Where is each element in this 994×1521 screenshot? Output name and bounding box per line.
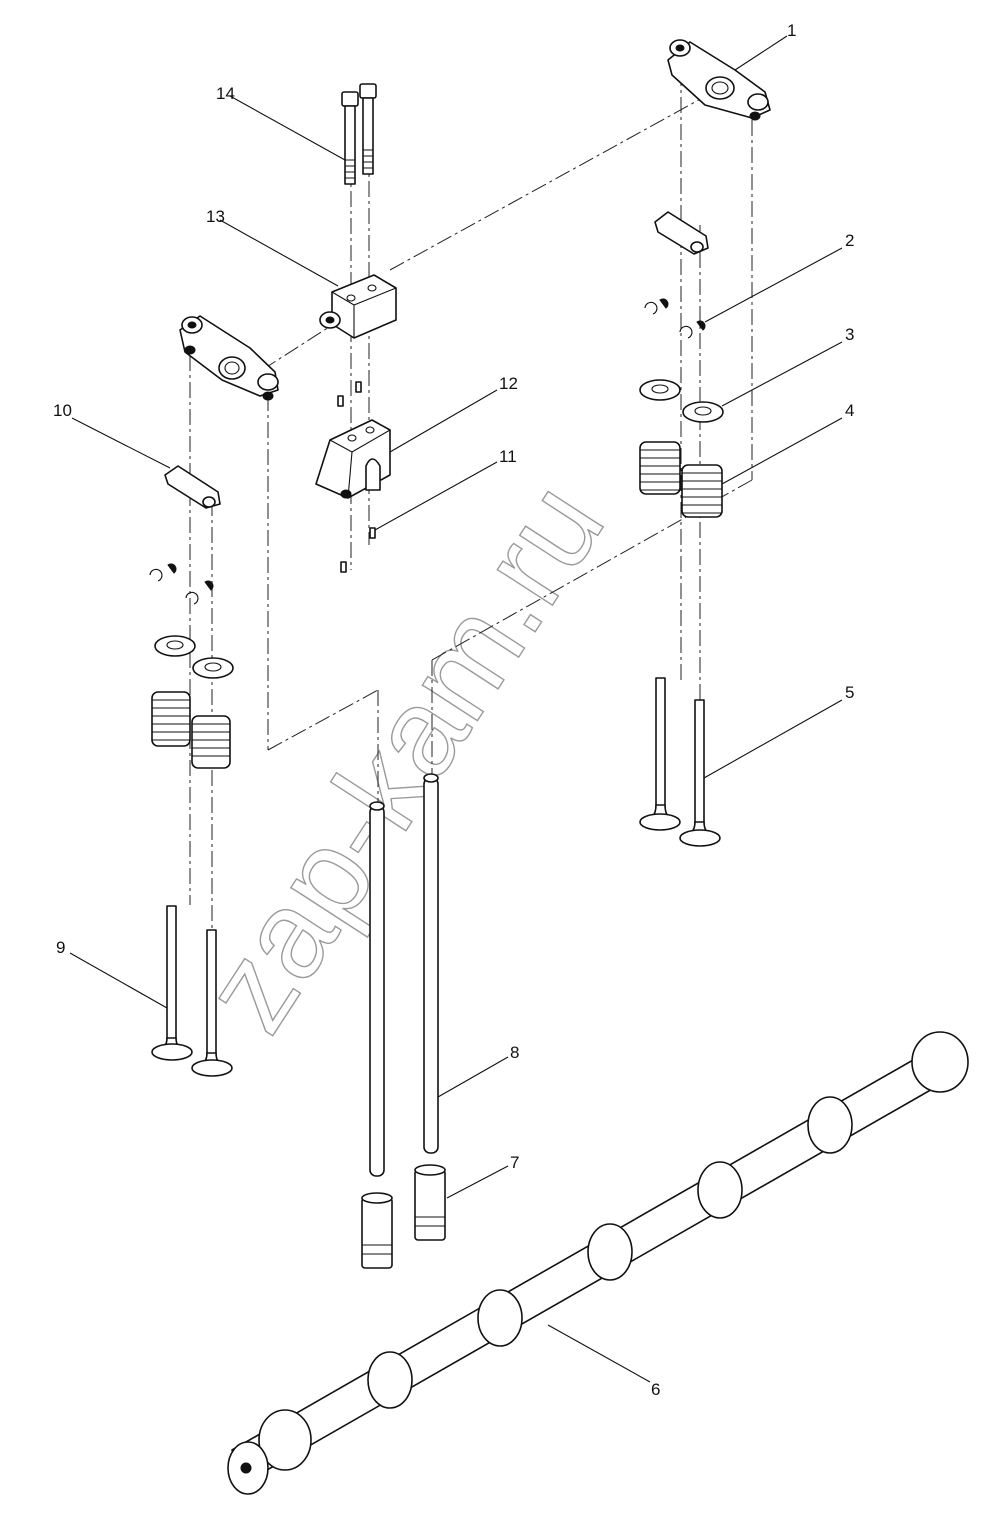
valve-spring-icon xyxy=(151,691,231,769)
valve-keeper-icon xyxy=(149,563,214,605)
callout-11: 11 xyxy=(499,447,517,466)
callout-14: 14 xyxy=(216,84,235,103)
rocker-arm-icon xyxy=(179,315,279,401)
callout-9: 9 xyxy=(56,938,65,957)
callout-1: 1 xyxy=(787,21,796,40)
valve-keeper-icon xyxy=(644,298,706,339)
callout-12: 12 xyxy=(499,374,518,393)
rocker-support-icon xyxy=(315,419,391,499)
assembly-axis-lines xyxy=(189,70,753,930)
valve-bridge-icon xyxy=(164,465,221,509)
bolt-icon xyxy=(341,83,377,185)
callout-7: 7 xyxy=(510,1153,519,1172)
callout-2: 2 xyxy=(845,231,854,250)
callout-3: 3 xyxy=(845,325,854,344)
dowel-pin-icon xyxy=(337,381,376,573)
rocker-arm-icon xyxy=(667,39,771,121)
spring-retainer-icon xyxy=(154,635,234,679)
leader-lines xyxy=(69,35,843,1383)
callout-6: 6 xyxy=(651,1380,660,1399)
callout-13: 13 xyxy=(206,207,225,226)
valve-icon xyxy=(639,677,721,847)
callout-10: 10 xyxy=(53,401,72,420)
callout-5: 5 xyxy=(845,683,854,702)
callout-4: 4 xyxy=(845,401,854,420)
tappet-icon xyxy=(361,1164,446,1269)
callout-8: 8 xyxy=(510,1043,519,1062)
spring-retainer-icon xyxy=(639,379,724,423)
watermark: zap-kam.ru xyxy=(177,459,631,1054)
callouts: 1 2 3 4 5 6 7 8 9 10 11 12 13 14 xyxy=(53,21,854,1399)
valve-icon xyxy=(151,905,233,1077)
push-rod-icon xyxy=(369,773,439,1177)
camshaft-icon xyxy=(227,1031,969,1495)
valve-bridge-icon xyxy=(654,211,709,255)
rocker-shaft-block-icon xyxy=(319,274,397,339)
valve-spring-icon xyxy=(639,441,723,518)
